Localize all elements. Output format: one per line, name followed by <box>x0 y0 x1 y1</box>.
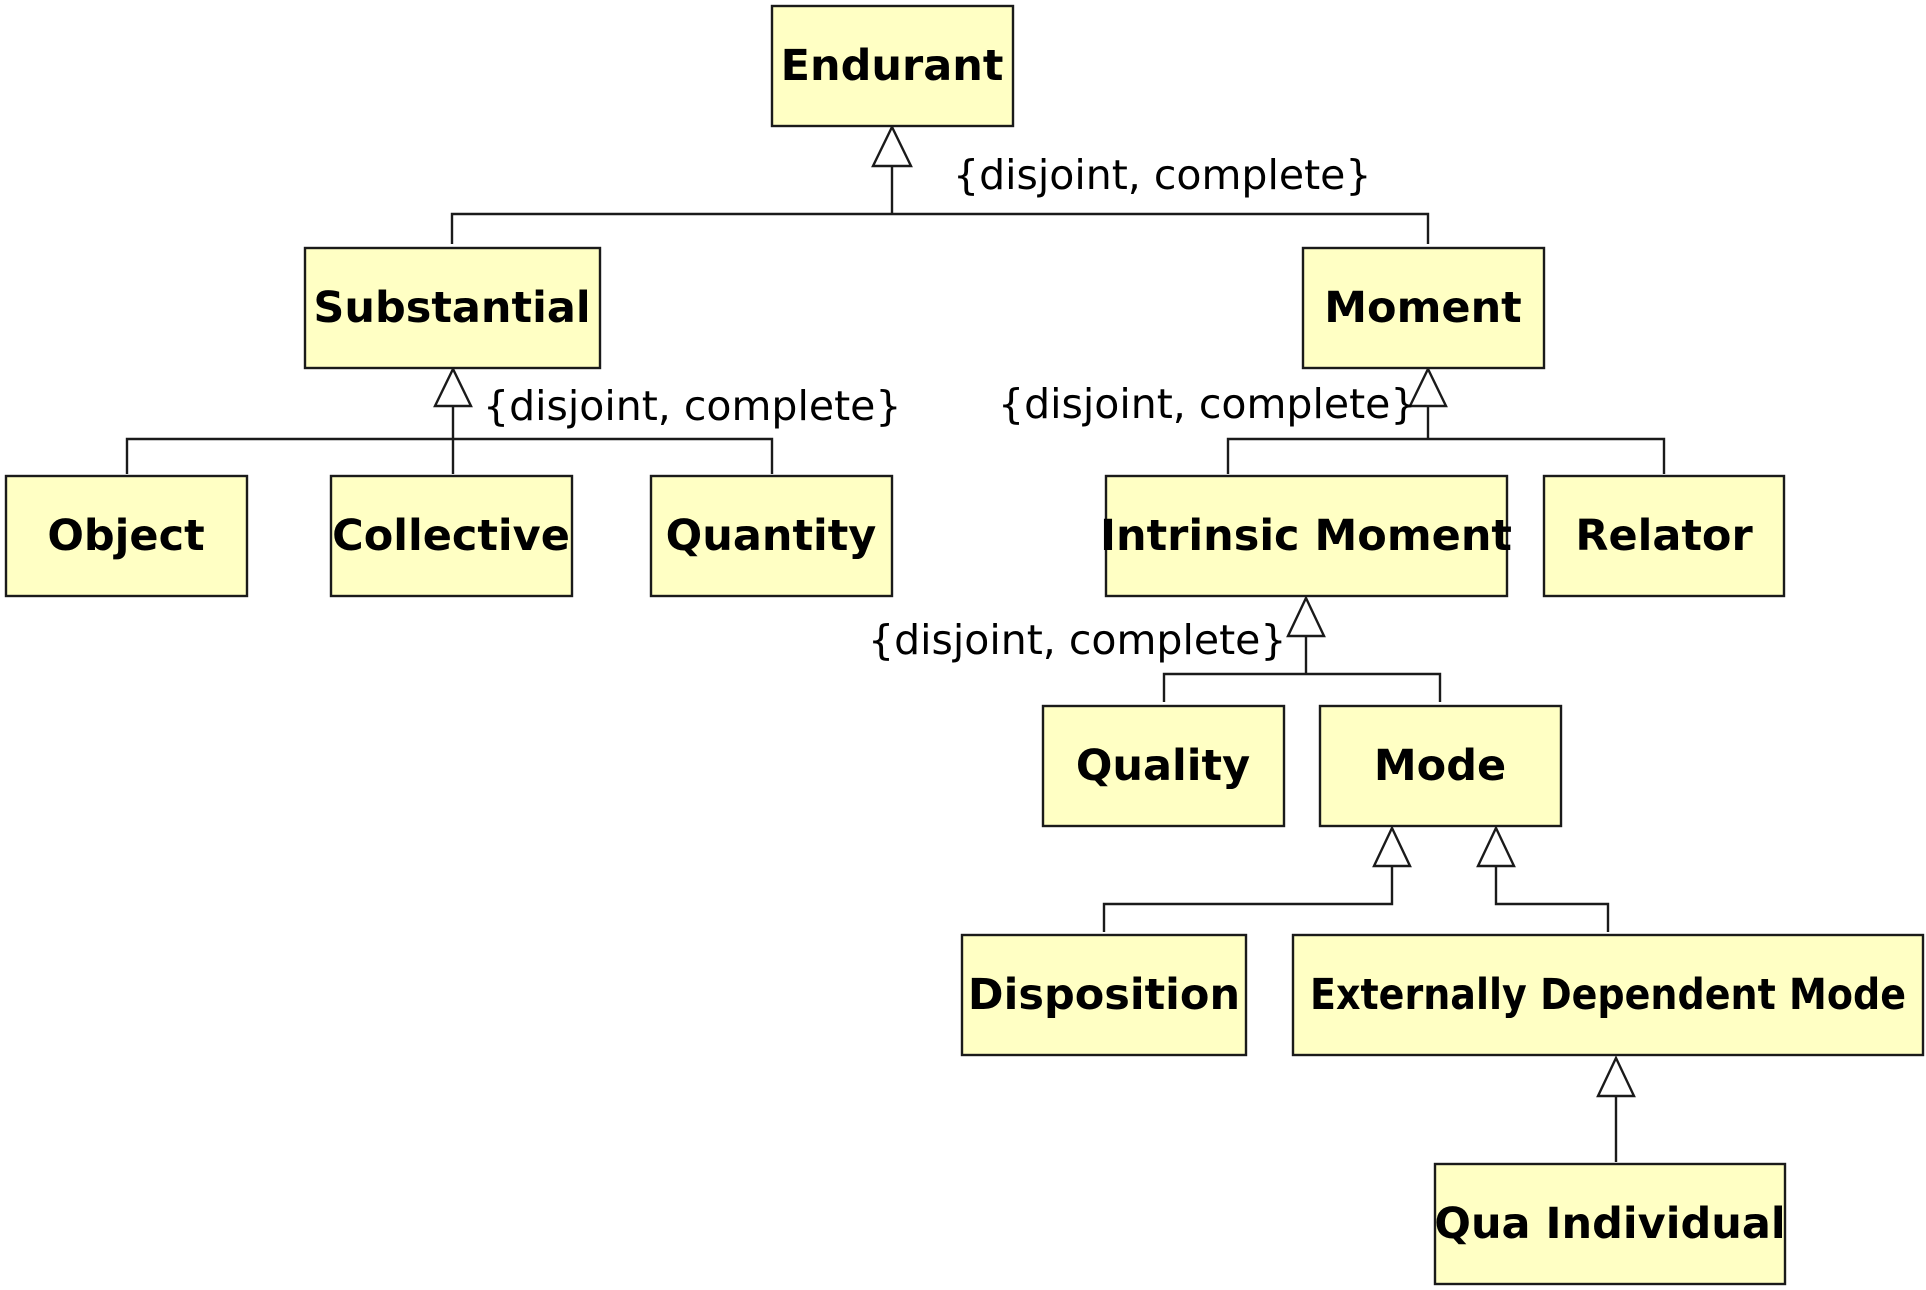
class-qua-individual[interactable]: Qua Individual <box>1433 1162 1787 1286</box>
class-relator-label: Relator <box>1575 511 1753 561</box>
class-endurant[interactable]: Endurant <box>770 4 1015 128</box>
class-endurant-label: Endurant <box>781 41 1004 91</box>
class-externally-dependent-mode[interactable]: Externally Dependent Mode <box>1291 933 1925 1057</box>
class-collective-label: Collective <box>332 511 570 561</box>
constraint-substantial: {disjoint, complete} <box>483 382 901 430</box>
constraint-moment: {disjoint, complete} <box>998 380 1416 428</box>
arrowhead-endurant <box>871 124 913 168</box>
edge-intrinsic-moment-set <box>1162 672 1442 702</box>
class-object[interactable]: Object <box>4 474 249 598</box>
class-disposition-label: Disposition <box>968 970 1240 1020</box>
edge-substantial-set <box>125 437 774 474</box>
class-quantity[interactable]: Quantity <box>649 474 894 598</box>
arrowhead-moment <box>1408 366 1448 408</box>
arrowhead-substantial <box>433 366 473 408</box>
class-intrinsic-moment[interactable]: Intrinsic Moment <box>1100 474 1512 598</box>
class-moment-label: Moment <box>1324 283 1521 333</box>
class-quality-label: Quality <box>1076 741 1250 791</box>
class-mode-label: Mode <box>1374 741 1506 791</box>
class-quality[interactable]: Quality <box>1041 704 1286 828</box>
class-mode[interactable]: Mode <box>1318 704 1563 828</box>
class-moment[interactable]: Moment <box>1301 246 1546 370</box>
edge-endurant-set <box>450 212 1430 244</box>
class-object-label: Object <box>47 511 204 561</box>
class-substantial-label: Substantial <box>313 283 590 333</box>
arrowhead-intrinsic-moment <box>1286 595 1326 638</box>
arrowhead-mode-left <box>1372 825 1412 868</box>
edge-moment-set <box>1226 437 1666 474</box>
constraint-endurant: {disjoint, complete} <box>953 151 1371 199</box>
class-collective[interactable]: Collective <box>329 474 574 598</box>
class-intrinsic-moment-label: Intrinsic Moment <box>1100 511 1512 561</box>
class-quantity-label: Quantity <box>666 511 877 561</box>
edge-externally-dependent-mode-to-mode <box>1494 866 1610 932</box>
arrowhead-externally-dependent-mode <box>1596 1055 1636 1098</box>
class-substantial[interactable]: Substantial <box>303 246 602 370</box>
class-externally-dependent-mode-label: Externally Dependent Mode <box>1310 970 1906 1020</box>
constraint-intrinsic-moment: {disjoint, complete} <box>868 616 1286 664</box>
arrowhead-mode-right <box>1476 825 1516 868</box>
edge-disposition-to-mode <box>1102 866 1394 932</box>
class-disposition[interactable]: Disposition <box>960 933 1248 1057</box>
class-relator[interactable]: Relator <box>1542 474 1786 598</box>
class-qua-individual-label: Qua Individual <box>1434 1199 1785 1249</box>
